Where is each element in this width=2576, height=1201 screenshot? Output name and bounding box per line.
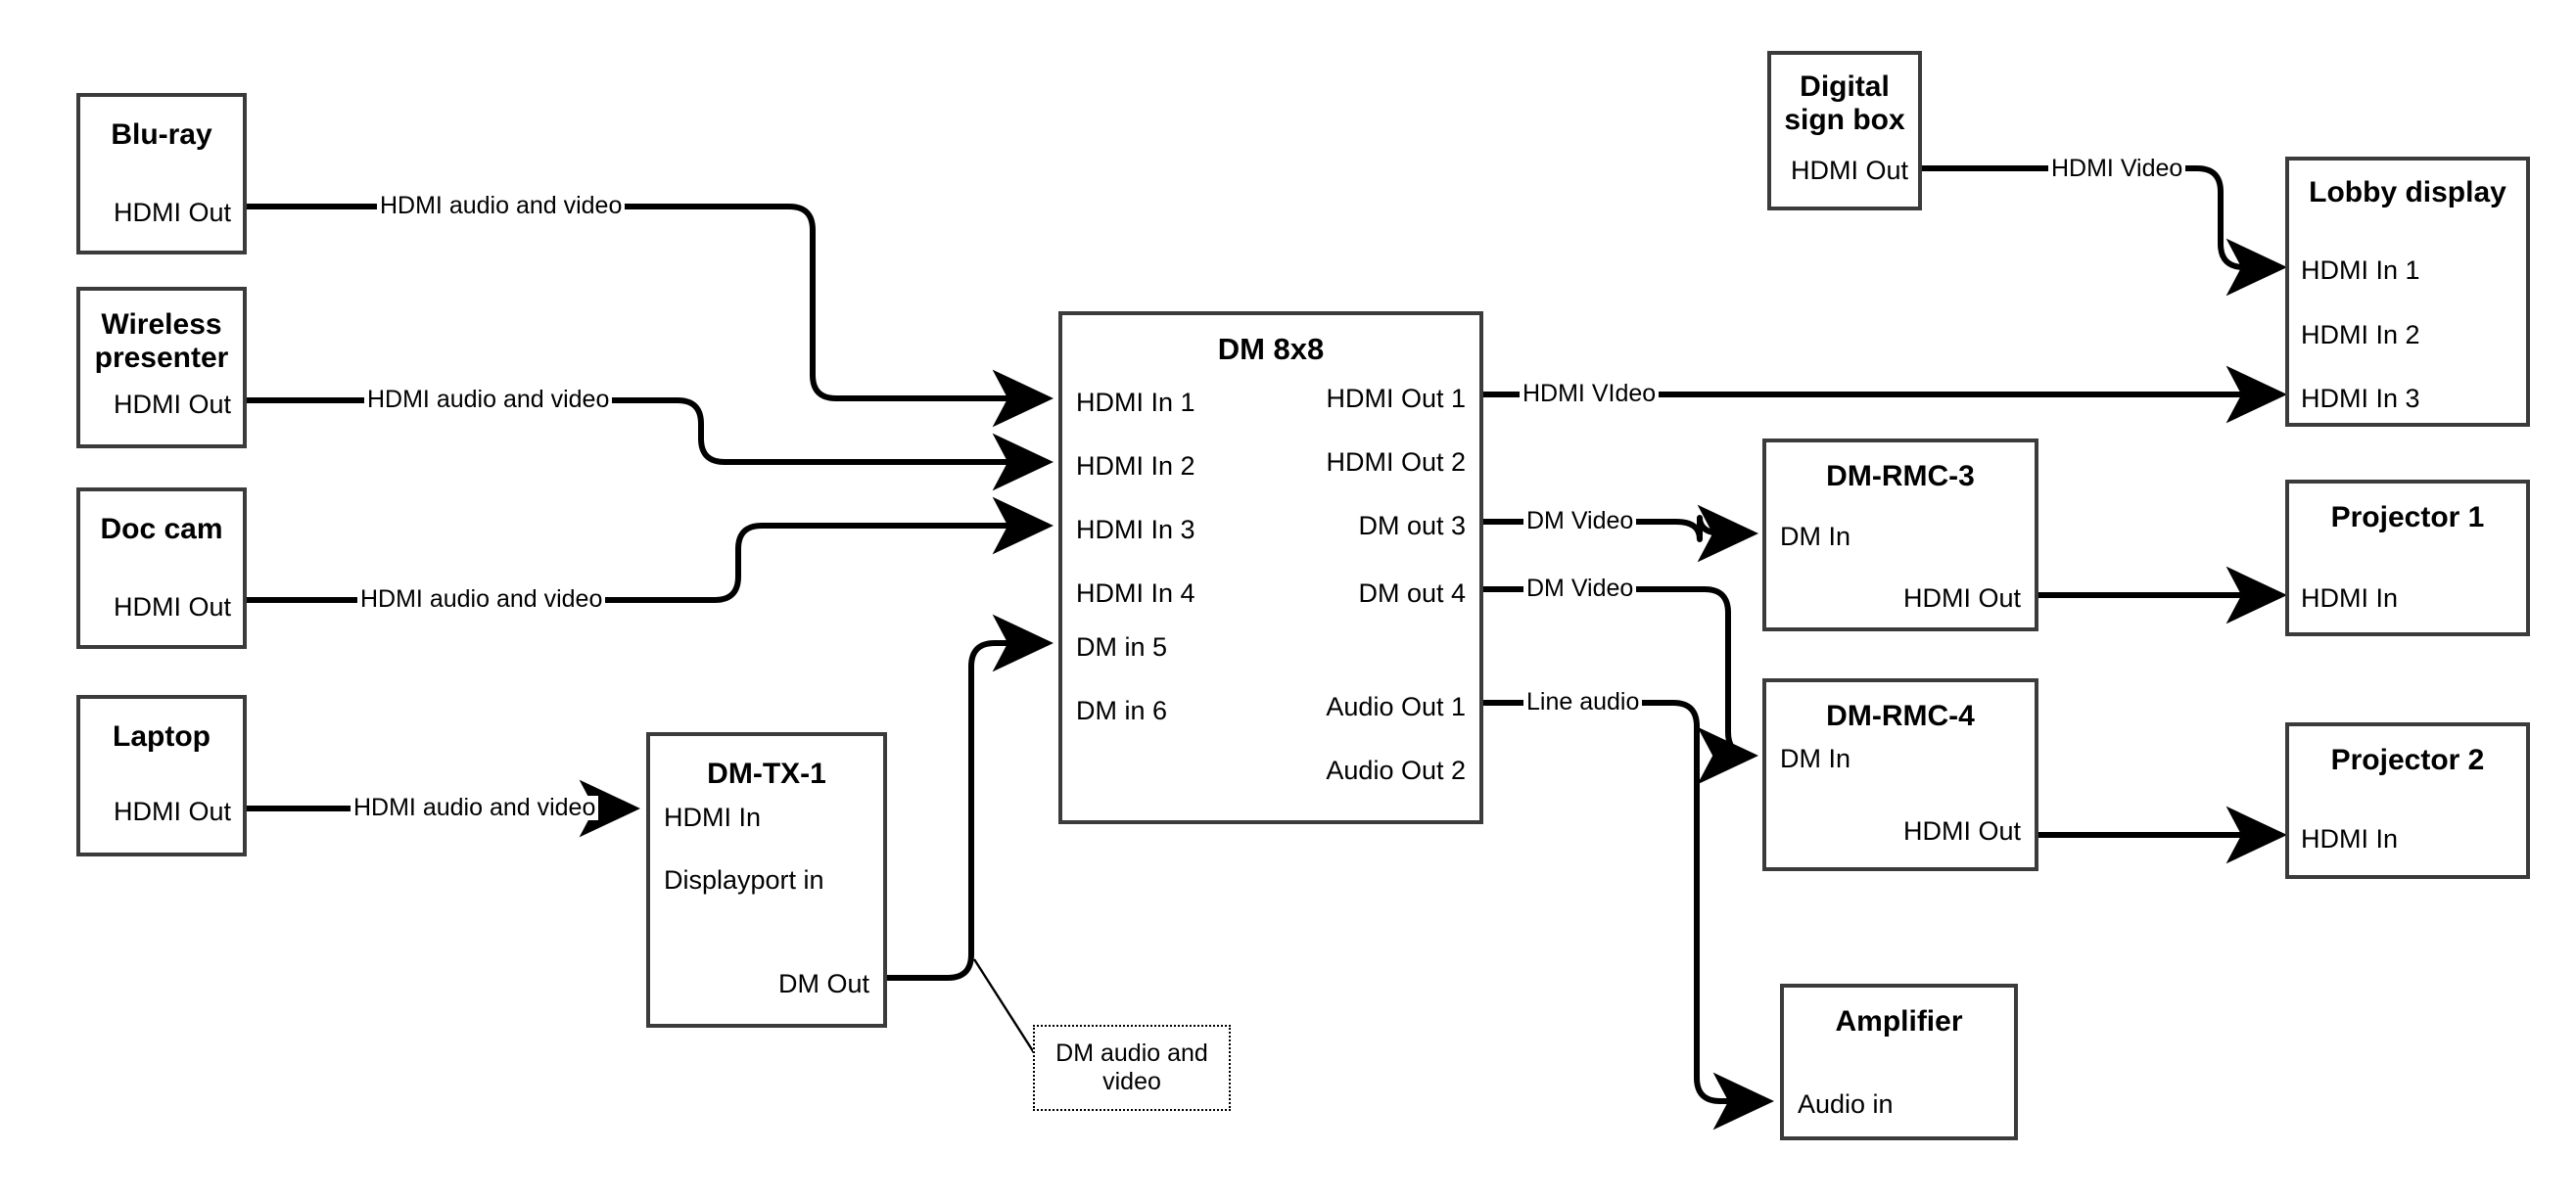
node-dm-8x8-port-dm-in-6[interactable]: DM in 6 — [1076, 696, 1168, 725]
node-dm-tx-1-port-dm-out[interactable]: DM Out — [777, 969, 869, 998]
node-dm-rmc-4-port-dm-in[interactable]: DM In — [1780, 744, 1851, 773]
node-wireless-presenter-title: Wireless presenter — [94, 308, 229, 374]
node-amplifier[interactable]: Amplifier Audio in — [1780, 984, 2018, 1140]
node-lobby-display[interactable]: Lobby display HDMI In 1 HDMI In 2 HDMI I… — [2285, 157, 2530, 427]
edge-label-wireless-to-dm8x8: HDMI audio and video — [364, 388, 613, 412]
edge-label-laptop-to-dmtx1: HDMI audio and video — [351, 796, 599, 820]
node-bluray-port-hdmi-out[interactable]: HDMI Out — [113, 198, 231, 227]
node-laptop[interactable]: Laptop HDMI Out — [76, 695, 247, 856]
node-wireless-presenter[interactable]: Wireless presenter HDMI Out — [76, 287, 247, 448]
wire-dm8x8-audio-out1-to-amplifier — [1481, 700, 1775, 1131]
node-digital-sign-box[interactable]: Digital sign box HDMI Out — [1767, 51, 1922, 210]
node-dm-8x8-port-audio-out-1[interactable]: Audio Out 1 — [1326, 692, 1466, 721]
node-dm-rmc-4-port-hdmi-out[interactable]: HDMI Out — [1902, 816, 2021, 846]
edge-label-dm8x8-out4-to-rmc4: DM Video — [1523, 577, 1637, 601]
node-dm-rmc-3-port-dm-in[interactable]: DM In — [1780, 522, 1851, 551]
node-dm-rmc-4-title: DM-RMC-4 — [1826, 700, 1975, 732]
edge-label-doccam-to-dm8x8: HDMI audio and video — [357, 587, 606, 612]
node-dm-8x8-port-hdmi-out-1[interactable]: HDMI Out 1 — [1326, 384, 1466, 413]
node-dm-rmc-4[interactable]: DM-RMC-4 DM In HDMI Out — [1762, 678, 2038, 871]
node-amplifier-title: Amplifier — [1835, 1005, 1963, 1038]
annotation-dm-audio-and-video: DM audio and video — [1033, 1025, 1231, 1111]
annotation-leader-line — [972, 958, 1037, 1055]
node-lobby-display-port-hdmi-in-2[interactable]: HDMI In 2 — [2301, 320, 2420, 349]
node-lobby-display-port-hdmi-in-3[interactable]: HDMI In 3 — [2301, 384, 2420, 413]
node-dm-tx-1-port-displayport-in[interactable]: Displayport in — [664, 865, 824, 895]
annotation-text: DM audio and video — [1055, 1039, 1208, 1095]
wire-dm8x8-dm-out4-to-rmc4-dm-in — [1481, 586, 1759, 785]
node-dm-rmc-3-port-hdmi-out[interactable]: HDMI Out — [1902, 583, 2021, 613]
wire-doccam-to-dm8x8-hdmi-in-3 — [245, 496, 1054, 603]
wire-dmtx1-to-dm8x8-dm-in-5 — [886, 614, 1054, 981]
edge-label-dsign-to-lobby: HDMI Video — [2048, 157, 2186, 181]
node-projector-2-port-hdmi-in[interactable]: HDMI In — [2301, 824, 2399, 854]
node-doc-cam-port-hdmi-out[interactable]: HDMI Out — [113, 592, 231, 622]
node-amplifier-port-audio-in[interactable]: Audio in — [1798, 1089, 1894, 1119]
node-dm-8x8-port-dm-out-4[interactable]: DM out 4 — [1358, 578, 1466, 608]
node-dm-8x8-port-hdmi-in-4[interactable]: HDMI In 4 — [1076, 578, 1195, 608]
edge-label-dm8x8-out1-to-lobby: HDMI VIdeo — [1520, 382, 1660, 406]
node-projector-1[interactable]: Projector 1 HDMI In — [2285, 480, 2530, 636]
node-dm-8x8-port-hdmi-in-2[interactable]: HDMI In 2 — [1076, 451, 1195, 481]
node-dm-rmc-3[interactable]: DM-RMC-3 DM In HDMI Out — [1762, 439, 2038, 631]
node-wireless-presenter-port-hdmi-out[interactable]: HDMI Out — [113, 390, 231, 419]
node-dm-tx-1-port-hdmi-in[interactable]: HDMI In — [664, 803, 762, 832]
node-dm-tx-1-title: DM-TX-1 — [707, 758, 826, 790]
node-dm-8x8-port-hdmi-in-3[interactable]: HDMI In 3 — [1076, 515, 1195, 544]
edge-label-bluray-to-dm8x8: HDMI audio and video — [377, 194, 626, 218]
node-dm-rmc-3-title: DM-RMC-3 — [1826, 460, 1975, 492]
wire-wireless-to-dm8x8-hdmi-in-2 — [245, 397, 1054, 491]
node-bluray-title: Blu-ray — [111, 118, 212, 151]
node-projector-1-port-hdmi-in[interactable]: HDMI In — [2301, 583, 2399, 613]
node-laptop-port-hdmi-out[interactable]: HDMI Out — [113, 797, 231, 826]
wire-bluray-to-dm8x8-hdmi-in-1 — [245, 204, 1054, 428]
wire-dm8x8-dm-out3-to-rmc3-dm-in — [1481, 504, 1759, 563]
node-projector-2[interactable]: Projector 2 HDMI In — [2285, 722, 2530, 879]
node-dm-8x8-port-audio-out-2[interactable]: Audio Out 2 — [1326, 756, 1466, 785]
node-doc-cam-title: Doc cam — [100, 513, 223, 545]
node-dm-tx-1[interactable]: DM-TX-1 HDMI In Displayport in DM Out — [646, 732, 887, 1028]
edge-label-dm8x8-audio-to-amplifier: Line audio — [1523, 690, 1643, 715]
node-projector-2-title: Projector 2 — [2330, 744, 2485, 776]
node-dm-8x8-port-dm-out-3[interactable]: DM out 3 — [1358, 511, 1466, 540]
node-dm-8x8-title: DM 8x8 — [1217, 332, 1325, 366]
node-dm-8x8[interactable]: DM 8x8 HDMI In 1 HDMI In 2 HDMI In 3 HDM… — [1058, 311, 1483, 824]
node-projector-1-title: Projector 1 — [2330, 501, 2485, 533]
node-dm-8x8-port-dm-in-5[interactable]: DM in 5 — [1076, 632, 1168, 662]
node-doc-cam[interactable]: Doc cam HDMI Out — [76, 487, 247, 649]
node-bluray[interactable]: Blu-ray HDMI Out — [76, 93, 247, 254]
node-digital-sign-box-title: Digital sign box — [1784, 70, 1905, 136]
node-dm-8x8-port-hdmi-in-1[interactable]: HDMI In 1 — [1076, 388, 1195, 417]
node-digital-sign-box-port-hdmi-out[interactable]: HDMI Out — [1790, 156, 1908, 185]
node-lobby-display-port-hdmi-in-1[interactable]: HDMI In 1 — [2301, 255, 2420, 285]
node-dm-8x8-port-hdmi-out-2[interactable]: HDMI Out 2 — [1326, 447, 1466, 477]
wire-dsign-to-lobby-hdmi-in-1 — [1919, 165, 2288, 297]
node-lobby-display-title: Lobby display — [2309, 176, 2506, 208]
edge-label-dm8x8-out3-to-rmc3: DM Video — [1523, 509, 1637, 533]
node-laptop-title: Laptop — [113, 720, 211, 753]
